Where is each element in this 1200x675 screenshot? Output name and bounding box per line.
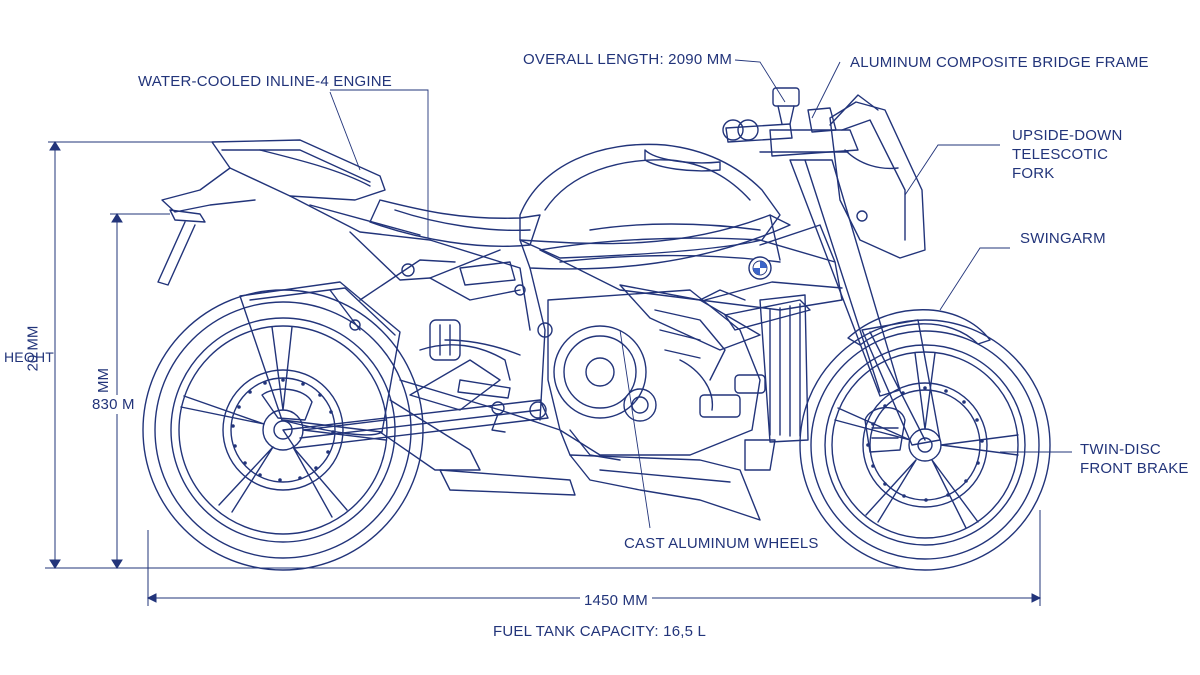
radiator [759, 294, 809, 443]
engine-leader [330, 89, 429, 238]
fork-label: UPSIDE-DOWN TELESCOTIC FORK [1012, 126, 1123, 183]
wheels-label: CAST ALUMINUM WHEELS [624, 535, 819, 552]
height-dimension [48, 141, 215, 569]
seat-height-dimension [110, 213, 170, 569]
fork-label-line1: UPSIDE-DOWN [1012, 127, 1123, 144]
subframe [329, 231, 521, 331]
brake-label-line1: TWIN-DISC [1080, 441, 1161, 458]
front-fork [759, 129, 941, 446]
fork-label-line3: FORK [1012, 165, 1055, 182]
seat-height-value: 830 M [92, 395, 135, 414]
brake-label-line2: FRONT BRAKE [1080, 460, 1189, 477]
seat-height-unit: MM [95, 368, 112, 393]
fuel-capacity-label: FUEL TANK CAPACITY: 16,5 L [493, 623, 707, 640]
height-value: 20 MM [24, 325, 42, 372]
swingarm [282, 319, 549, 449]
fork-label-line2: TELESCOTIC [1012, 146, 1109, 163]
handlebar [722, 87, 837, 143]
frame-leader [811, 61, 841, 119]
swingarm-label: SWINGARM [1020, 230, 1106, 247]
footpeg-assembly [457, 379, 511, 433]
fuel-tank [519, 143, 781, 259]
bridge-frame [429, 214, 791, 421]
wheelbase-label: 1450 MM [580, 591, 652, 610]
brake-label: TWIN-DISC FRONT BRAKE [1080, 440, 1189, 478]
frame-label: ALUMINUM COMPOSITE BRIDGE FRAME [850, 54, 1149, 71]
belly-pan [569, 439, 776, 521]
front-brake-disc-holes [866, 386, 984, 502]
rear-brake-disc-holes [231, 378, 335, 482]
exhaust-muffler [239, 281, 576, 496]
front-wheel [799, 319, 1051, 571]
side-shroud [539, 224, 843, 351]
engine-label: WATER-COOLED INLINE-4 ENGINE [138, 73, 392, 90]
height-label: HEOHT [4, 349, 54, 365]
wheels-leader [619, 329, 651, 529]
headlight-fairing [829, 94, 926, 259]
overall-length-label: OVERALL LENGTH: 2090 MM [523, 51, 733, 68]
front-wheel-spokes [834, 352, 1019, 529]
tail-section [157, 139, 431, 286]
length-leader [734, 59, 786, 103]
engine-leader-2 [329, 91, 361, 171]
front-fender [847, 309, 991, 346]
brand-roundel-icon [748, 256, 772, 280]
swingarm-leader [939, 247, 1010, 311]
callout-leaders [329, 59, 1072, 529]
fork-leader [904, 144, 1000, 196]
engine-block [547, 289, 766, 461]
seat [369, 199, 541, 247]
